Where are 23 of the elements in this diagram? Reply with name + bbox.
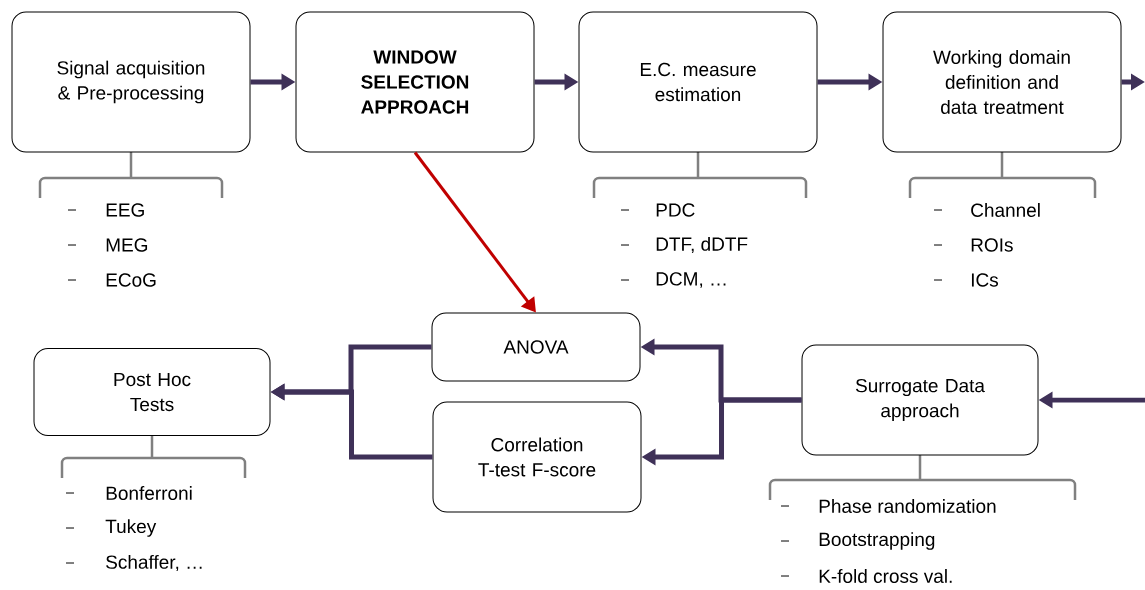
list-item: Tukey <box>105 519 157 537</box>
list-item: Schaffer, … <box>106 554 202 572</box>
process-box: ANOVA <box>431 312 641 382</box>
list-item: ROIs <box>971 238 1013 252</box>
list-item: PDC <box>656 203 695 217</box>
list-item: ICs <box>971 273 999 287</box>
list-item: MEG <box>106 238 148 252</box>
list-item: Channel <box>971 203 1040 217</box>
process-box: WINDOW SELECTION APPROACH <box>295 11 535 153</box>
list-item: DCM, … <box>656 272 726 288</box>
list-item: DTF, dDTF <box>656 236 748 254</box>
process-box: Working domain definition and data treatment <box>882 11 1122 153</box>
list-item: Bootstrapping <box>819 532 935 550</box>
list-item: ECoG <box>106 273 156 287</box>
list-item: Bonferroni <box>106 486 192 500</box>
list-item: K-fold cross val. <box>819 569 952 583</box>
list-item: EEG <box>106 203 144 217</box>
process-box: Post Hoc Tests <box>33 348 271 436</box>
process-box: Surrogate Data approach <box>801 344 1039 456</box>
process-box: E.C. measure estimation <box>578 11 818 153</box>
list-item: Phase randomization <box>819 499 996 513</box>
process-box: Correlation T-test F-score <box>432 401 642 513</box>
process-box: Signal acquisition & Pre-processing <box>11 11 251 153</box>
